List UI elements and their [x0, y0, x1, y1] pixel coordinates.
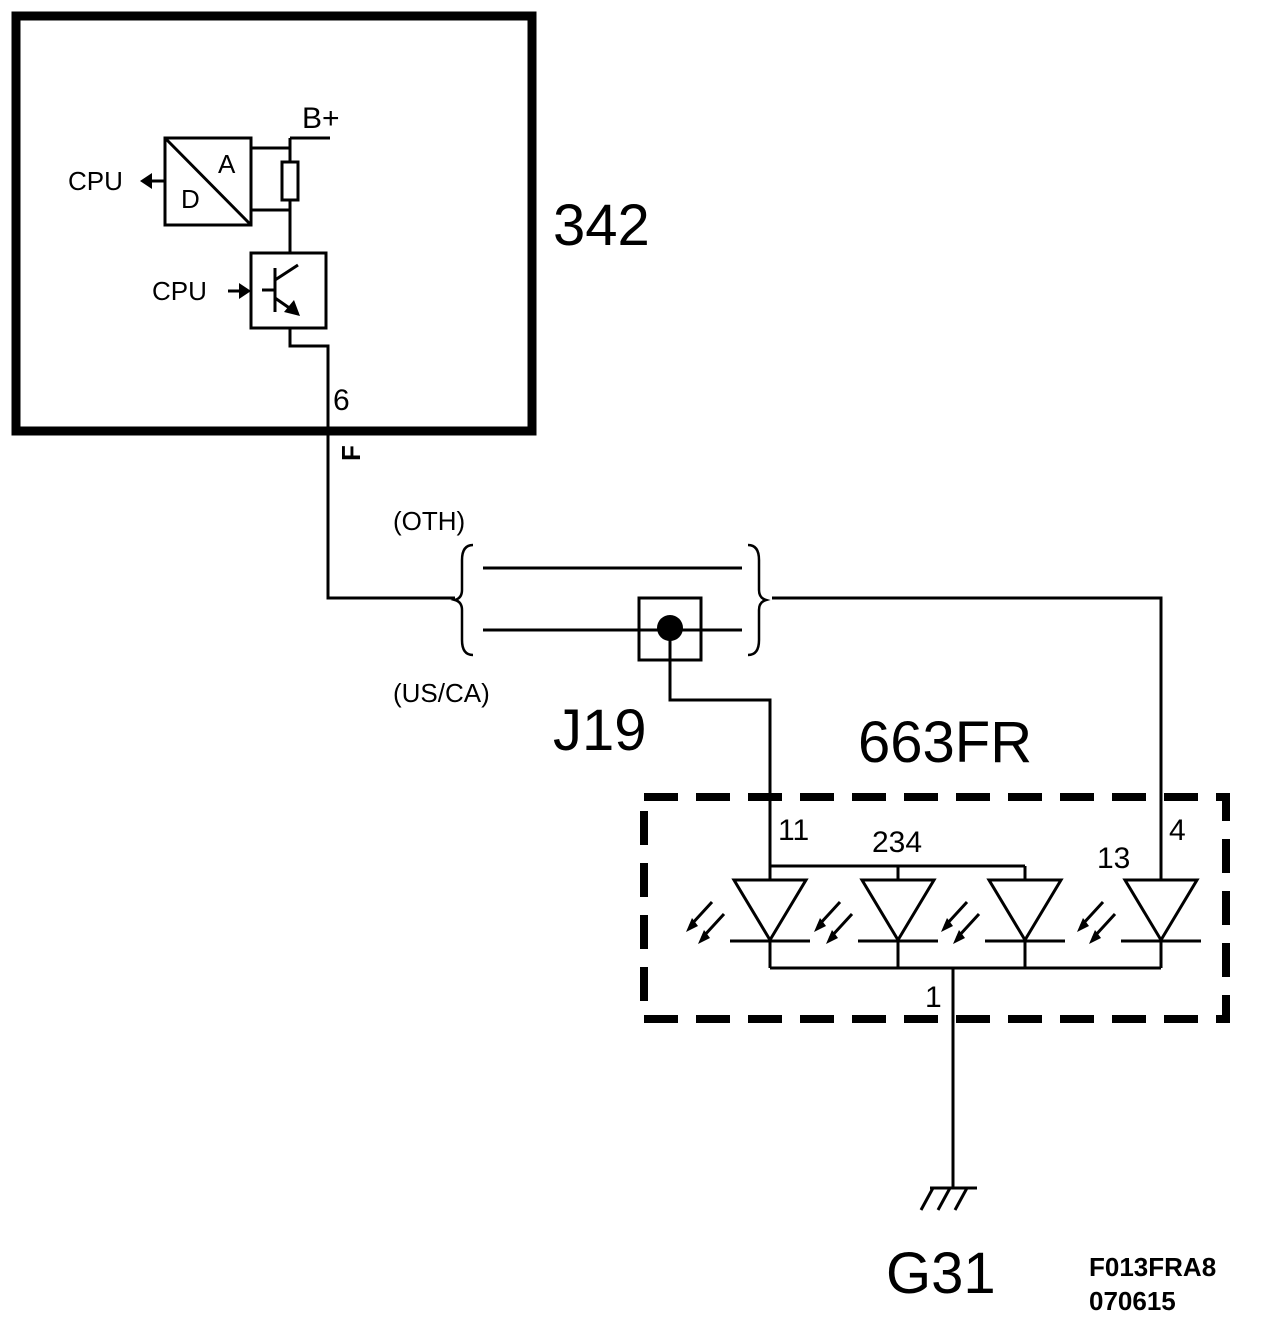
- led-4-icon: [1077, 878, 1201, 944]
- pin-13-label: 13: [1097, 842, 1130, 875]
- module-342-box: [11, 11, 537, 436]
- pin-6-label: 6: [333, 384, 350, 417]
- variant-brace-right: [747, 543, 771, 657]
- supply-label: B+: [302, 102, 340, 135]
- transistor-icon: [262, 263, 300, 316]
- led-3-icon: [941, 878, 1065, 944]
- wire-oth-to-pin4: [772, 596, 1163, 870]
- doc-date-label: 070615: [1089, 1286, 1176, 1316]
- cpu-out-arrow-icon: [140, 173, 152, 189]
- pin-234-label: 234: [872, 826, 922, 859]
- ground-g31-label: G31: [886, 1241, 996, 1306]
- adc-d-label: D: [181, 184, 200, 214]
- variant-oth-label: (OTH): [393, 506, 465, 536]
- wire-j19-to-pin11: [668, 628, 772, 870]
- cpu-in-label: CPU: [152, 276, 207, 306]
- pin-1-label: 1: [925, 981, 942, 1014]
- output-wire: [288, 328, 330, 431]
- resistor-symbol: [280, 160, 300, 202]
- wire-color-f-label: F: [336, 445, 366, 461]
- adc-symbol: [163, 136, 253, 227]
- ground-icon: [919, 1186, 977, 1211]
- module-342-label: 342: [553, 193, 650, 258]
- junction-j19-label: J19: [553, 698, 647, 763]
- wire-342-to-variants: [326, 431, 455, 600]
- pin-4-label: 4: [1169, 814, 1186, 847]
- pin-11-label: 11: [778, 814, 809, 847]
- adc-a-label: A: [218, 149, 236, 179]
- lamp-663fr-label: 663FR: [858, 710, 1032, 775]
- led-2-icon: [814, 878, 938, 944]
- variant-usca-label: (US/CA): [393, 678, 490, 708]
- cpu-in-arrow-icon: [239, 283, 251, 299]
- doc-code-label: F013FRA8: [1089, 1252, 1216, 1282]
- cpu-out-label: CPU: [68, 166, 123, 196]
- variant-brace-left: [450, 543, 474, 657]
- led-1-icon: [686, 878, 810, 944]
- lamp-663fr-box: [640, 793, 1230, 1023]
